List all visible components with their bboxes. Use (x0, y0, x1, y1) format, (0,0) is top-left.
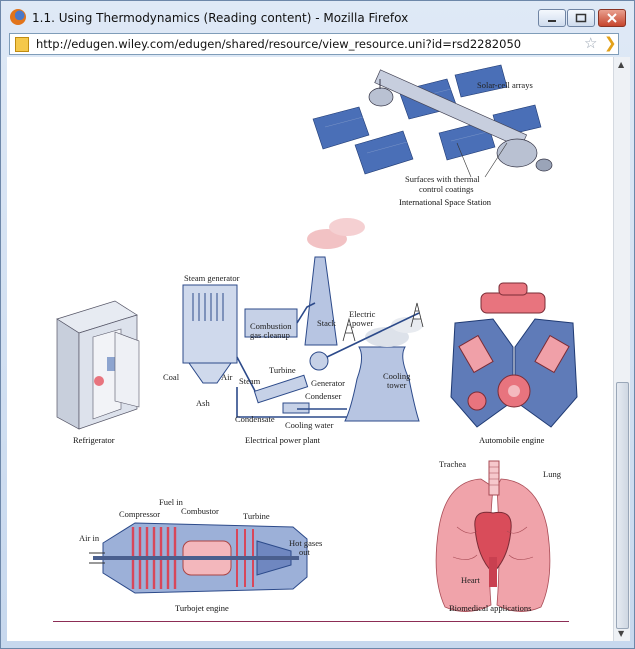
label-out: out (299, 547, 310, 557)
scrollbar-thumb[interactable] (616, 382, 629, 629)
label-turbine-jet: Turbine (243, 511, 270, 521)
power-plant-drawing (182, 218, 424, 422)
label-trachea: Trachea (439, 459, 467, 469)
label-fuel-in: Fuel in (159, 497, 183, 507)
label-air-in: Air in (79, 533, 100, 543)
label-combustion: Combustion (250, 321, 292, 331)
url-text: http://edugen.wiley.com/edugen/shared/re… (36, 37, 522, 51)
label-control-coatings: control coatings (419, 184, 474, 194)
turbojet-drawing (89, 522, 308, 594)
label-air: Air (221, 372, 233, 382)
scroll-down-icon[interactable]: ▼ (618, 629, 625, 638)
close-button[interactable] (598, 9, 626, 27)
window-title: 1.1. Using Thermodynamics (Reading conte… (32, 11, 409, 25)
label-steam: Steam (239, 376, 261, 386)
label-gas-cleanup: gas cleanup (250, 330, 290, 340)
page-content: Solar-cell arrays Surfaces with thermal … (7, 57, 613, 641)
space-station-drawing (312, 64, 553, 178)
minimize-icon (548, 20, 556, 22)
label-power: power (352, 318, 374, 328)
label-stack: Stack (317, 318, 336, 328)
maximize-icon (575, 13, 587, 23)
label-surfaces: Surfaces with thermal (405, 174, 480, 184)
label-compressor: Compressor (119, 509, 161, 519)
caption-space-station: International Space Station (399, 197, 492, 207)
bookmark-star-icon[interactable]: ☆ (584, 34, 598, 52)
label-heart: Heart (461, 575, 480, 585)
caption-automobile-engine: Automobile engine (479, 435, 545, 445)
go-arrow-icon[interactable]: ❯ (604, 34, 617, 52)
label-steam-generator: Steam generator (184, 273, 240, 283)
label-condensate: Condensate (235, 414, 275, 424)
label-turbine: Turbine (269, 365, 296, 375)
label-coal: Coal (163, 372, 180, 382)
automobile-engine-drawing (450, 282, 578, 428)
vertical-scrollbar[interactable]: ▲ ▼ (613, 57, 630, 641)
biomedical-drawing (435, 460, 551, 612)
caption-turbojet: Turbojet engine (175, 603, 229, 613)
address-bar[interactable]: http://edugen.wiley.com/edugen/shared/re… (9, 33, 619, 55)
caption-biomedical: Biomedical applications (449, 603, 532, 613)
title-bar: 1.1. Using Thermodynamics (Reading conte… (1, 1, 634, 31)
minimize-button[interactable] (538, 9, 566, 27)
label-cooling-water: Cooling water (285, 420, 334, 430)
maximize-button[interactable] (567, 9, 595, 27)
label-solar-cell-arrays: Solar-cell arrays (477, 80, 533, 90)
caption-power-plant: Electrical power plant (245, 435, 321, 445)
label-condenser: Condenser (305, 391, 342, 401)
close-icon (607, 13, 617, 23)
caption-refrigerator: Refrigerator (73, 435, 115, 445)
label-cooling: Cooling (383, 371, 411, 381)
label-tower: tower (387, 380, 407, 390)
thermodynamics-figure (56, 64, 578, 612)
section-divider (53, 621, 569, 622)
label-generator: Generator (311, 378, 345, 388)
firefox-logo-icon (10, 9, 26, 25)
label-hot-gases: Hot gases (289, 538, 323, 548)
label-electric: Electric (349, 309, 376, 319)
label-lung: Lung (543, 469, 561, 479)
label-ash: Ash (196, 398, 210, 408)
refrigerator-drawing (56, 300, 140, 430)
page-icon (15, 37, 29, 52)
label-combustor: Combustor (181, 506, 219, 516)
scroll-up-icon[interactable]: ▲ (618, 60, 625, 69)
